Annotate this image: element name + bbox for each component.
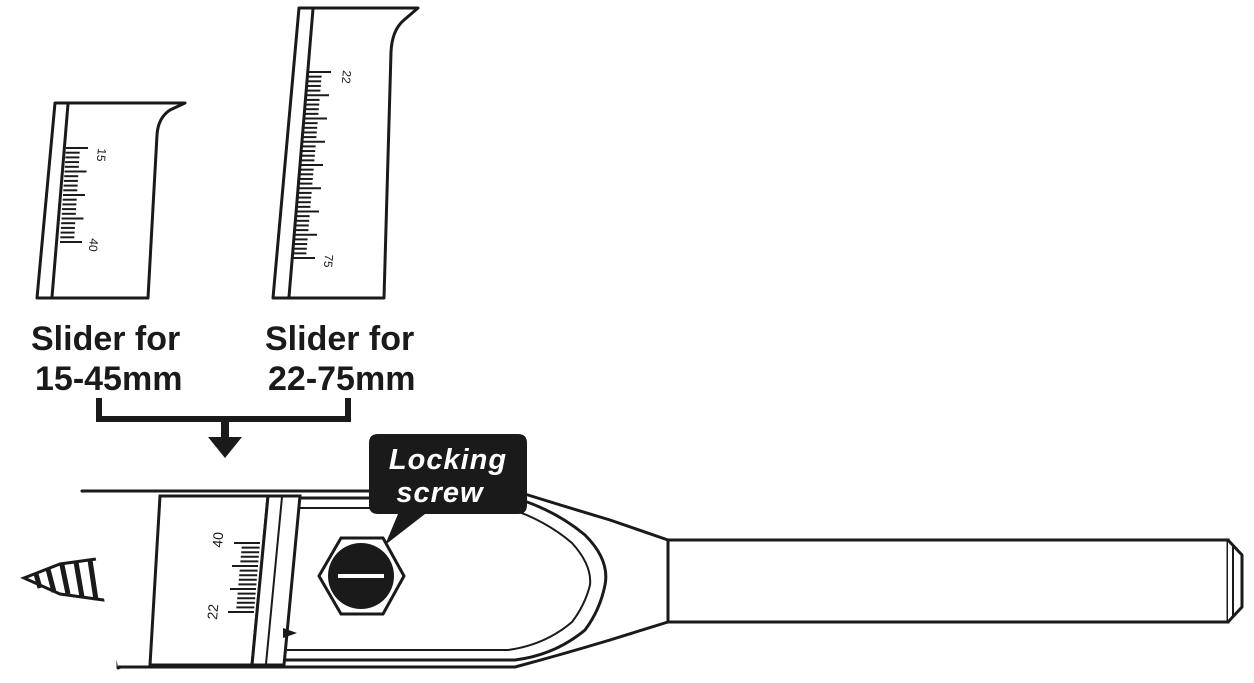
spade-bit: 40 22 xyxy=(20,489,1244,670)
slider-large-caption-line2: 22-75mm xyxy=(268,360,416,398)
slider-large: 22 75 xyxy=(271,6,420,300)
bit-scale-ticks xyxy=(228,542,260,613)
slider-large-label-75: 75 xyxy=(321,254,336,269)
callout-line1: Locking xyxy=(389,444,507,476)
slider-small: 15 40 xyxy=(35,101,187,300)
slider-large-label-22: 22 xyxy=(339,70,354,85)
slider-small-ticks xyxy=(60,147,88,243)
slider-small-caption-line1: Slider for xyxy=(31,320,181,358)
slider-large-caption-line1: Slider for xyxy=(265,320,415,358)
bit-scale-label-22: 22 xyxy=(204,603,221,620)
locking-screw xyxy=(317,536,406,616)
bit-scale-label-40: 40 xyxy=(209,531,226,548)
slider-small-caption-line2: 15-45mm xyxy=(35,360,183,398)
shank xyxy=(666,538,1244,624)
slider-small-label-15: 15 xyxy=(94,148,109,163)
bracket-arrow xyxy=(96,398,351,458)
slider-large-ticks xyxy=(293,71,331,259)
slider-small-label-40: 40 xyxy=(86,238,101,253)
callout-line2: screw xyxy=(396,477,485,509)
locking-screw-callout: Locking screw xyxy=(369,434,527,545)
